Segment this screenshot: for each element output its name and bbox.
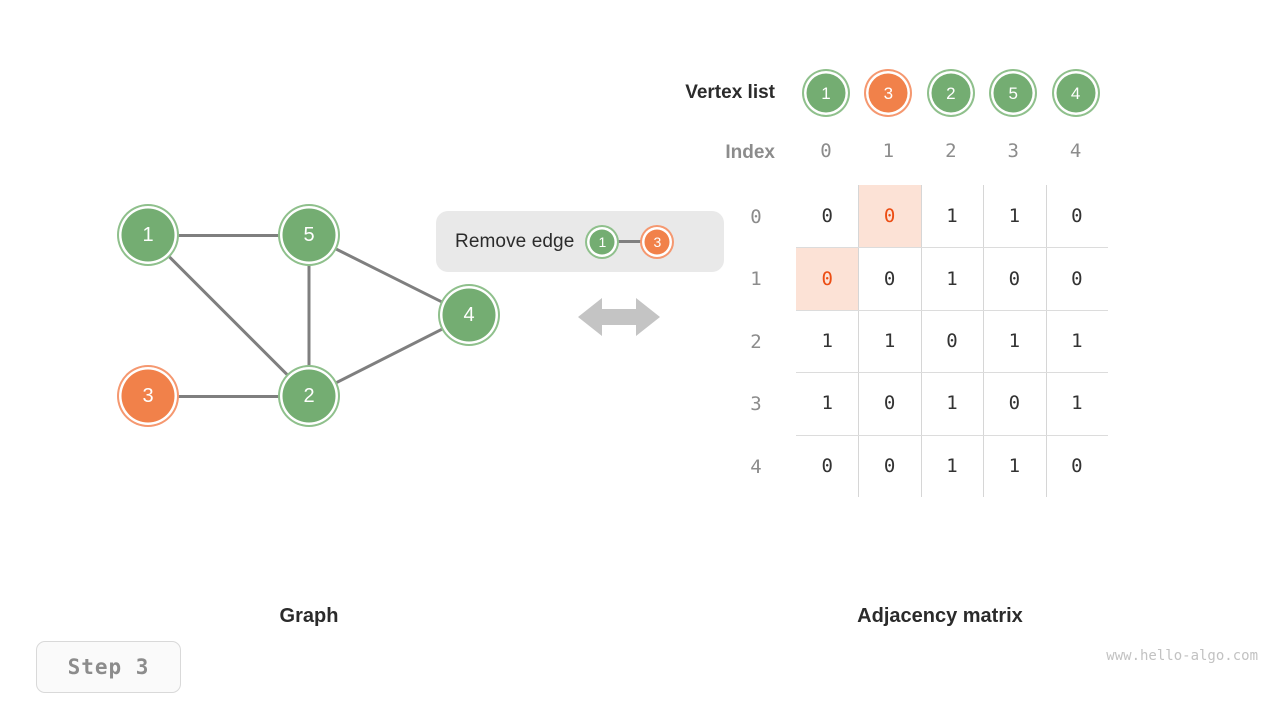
index-cell-3: 3 (1007, 140, 1019, 162)
matrix-cell-4-2: 1 (946, 454, 958, 477)
vertex-list-item-3: 5 (991, 71, 1036, 115)
index-label: Index (725, 142, 775, 163)
matrix-gridline-vertical (858, 185, 860, 497)
matrix-cell-1-3: 0 (1008, 267, 1021, 290)
index-cell-2: 2 (945, 140, 957, 162)
step-badge: Step 3 (36, 641, 181, 693)
matrix-row-label-0: 0 (750, 206, 762, 228)
matrix-cell-2-4: 1 (1071, 329, 1083, 352)
matrix-cell-3-3: 0 (1008, 392, 1021, 415)
matrix-cell-1-0: 0 (796, 247, 859, 310)
matrix-cell-4-3: 1 (1008, 454, 1021, 477)
vertex-list-node-4: 4 (1053, 71, 1098, 115)
vertex-list-item-2: 2 (928, 71, 973, 115)
matrix-gridline-horizontal (796, 247, 1108, 249)
vertex-list-node-5: 5 (991, 71, 1036, 115)
matrix-cell-3-1: 0 (883, 392, 896, 415)
matrix-cell-2-1: 1 (883, 329, 896, 352)
vertex-list-item-0: 1 (804, 71, 848, 115)
vertex-list-node-1: 1 (804, 71, 848, 115)
matrix-cell-1-4: 0 (1071, 267, 1083, 290)
matrix-gridline-horizontal (796, 309, 1108, 311)
matrix-cell-1-1: 0 (883, 267, 896, 290)
action-chip-node-to: 3 (642, 226, 673, 257)
matrix-cell-0-0: 0 (821, 205, 833, 228)
index-cell-0: 0 (820, 140, 832, 162)
graph-edge (148, 394, 309, 398)
matrix-row-label-3: 3 (750, 393, 762, 416)
matrix-row-label-1: 1 (750, 268, 762, 291)
matrix-gridline-vertical (1045, 185, 1047, 497)
matrix-cell-4-4: 0 (1071, 454, 1083, 477)
matrix-cell-2-2: 0 (946, 329, 958, 352)
graph-edge (148, 233, 309, 237)
matrix-cell-4-1: 0 (883, 454, 896, 477)
matrix-cell-3-4: 1 (1071, 392, 1083, 415)
matrix-cell-1-2: 1 (946, 267, 958, 290)
matrix-row-label-4: 4 (750, 455, 762, 478)
watermark: www.hello-algo.com (1106, 648, 1258, 664)
index-cell-4: 4 (1069, 140, 1082, 162)
vertex-list-label: Vertex list (685, 82, 775, 103)
action-chip: Remove edge 1 3 (436, 211, 724, 272)
matrix-cell-4-0: 0 (821, 454, 833, 477)
action-chip-label: Remove edge (455, 230, 575, 252)
matrix-cell-3-2: 1 (946, 392, 958, 415)
matrix-cell-0-2: 1 (946, 205, 958, 228)
matrix-cell-0-3: 1 (1008, 205, 1021, 228)
vertex-list-item-1: 3 (866, 71, 911, 115)
matrix-cell-3-0: 1 (821, 392, 833, 415)
caption-adjacency-matrix: Adjacency matrix (857, 605, 1023, 627)
action-chip-node-from: 1 (587, 226, 618, 257)
double-headed-arrow-icon (578, 294, 660, 345)
matrix-cell-0-4: 0 (1071, 205, 1083, 228)
matrix-gridline-horizontal (796, 434, 1108, 436)
matrix-cell-0-1: 0 (858, 185, 921, 248)
matrix-gridline-vertical (920, 185, 922, 497)
index-cell-1: 1 (882, 140, 895, 162)
matrix-cell-2-3: 1 (1008, 329, 1021, 352)
vertex-list-node-2: 2 (928, 71, 973, 115)
graph-node-2: 2 (280, 367, 338, 425)
vertex-list-item-4: 4 (1053, 71, 1098, 115)
caption-graph: Graph (279, 605, 339, 627)
graph-node-4: 4 (440, 286, 498, 344)
matrix-gridline-vertical (983, 185, 985, 497)
vertex-list-node-3: 3 (866, 71, 911, 115)
graph-node-1: 1 (119, 206, 177, 264)
action-chip-edge: 1 3 (587, 226, 679, 258)
matrix-cell-2-0: 1 (821, 329, 833, 352)
graph-node-3: 3 (119, 367, 177, 425)
matrix-row-label-2: 2 (750, 330, 762, 353)
matrix-gridline-horizontal (796, 372, 1108, 374)
graph-node-5: 5 (280, 206, 338, 264)
graph-edge (146, 233, 311, 398)
action-chip-edge-line (614, 239, 648, 243)
